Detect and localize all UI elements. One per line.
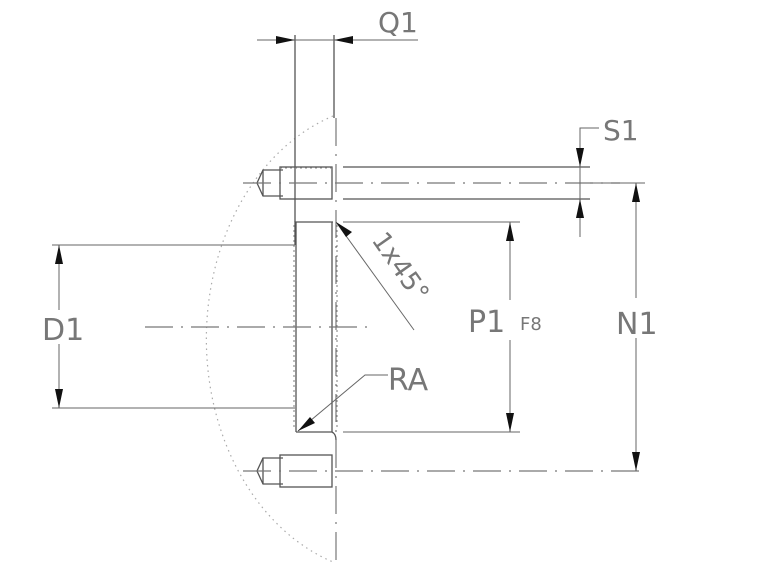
- spigot-bottom-fillet: [331, 431, 337, 441]
- label-chamfer: 1x45°: [365, 227, 434, 308]
- phantom-arc-flange-outline: [205, 115, 334, 563]
- chamfer-callout: 1x45°: [335, 221, 435, 331]
- radius-callout: RA: [297, 363, 429, 432]
- label-p1-tolerance: F8: [520, 314, 542, 335]
- lower-bolt-hole: [243, 454, 645, 488]
- label-p1: P1: [468, 305, 505, 340]
- label-n1: N1: [616, 307, 658, 342]
- label-d1: D1: [42, 313, 84, 348]
- label-ra: RA: [388, 363, 429, 398]
- dimension-q1: Q1: [257, 6, 418, 44]
- upper-bolt-hole: [243, 166, 620, 200]
- label-s1: S1: [603, 114, 639, 147]
- dimension-d1: D1: [40, 245, 84, 408]
- dimension-p1: P1 F8: [468, 222, 550, 432]
- dimension-s1: S1: [576, 114, 639, 237]
- dimension-n1: N1: [612, 183, 660, 471]
- spigot-outline: [294, 221, 333, 245]
- label-q1: Q1: [378, 6, 418, 39]
